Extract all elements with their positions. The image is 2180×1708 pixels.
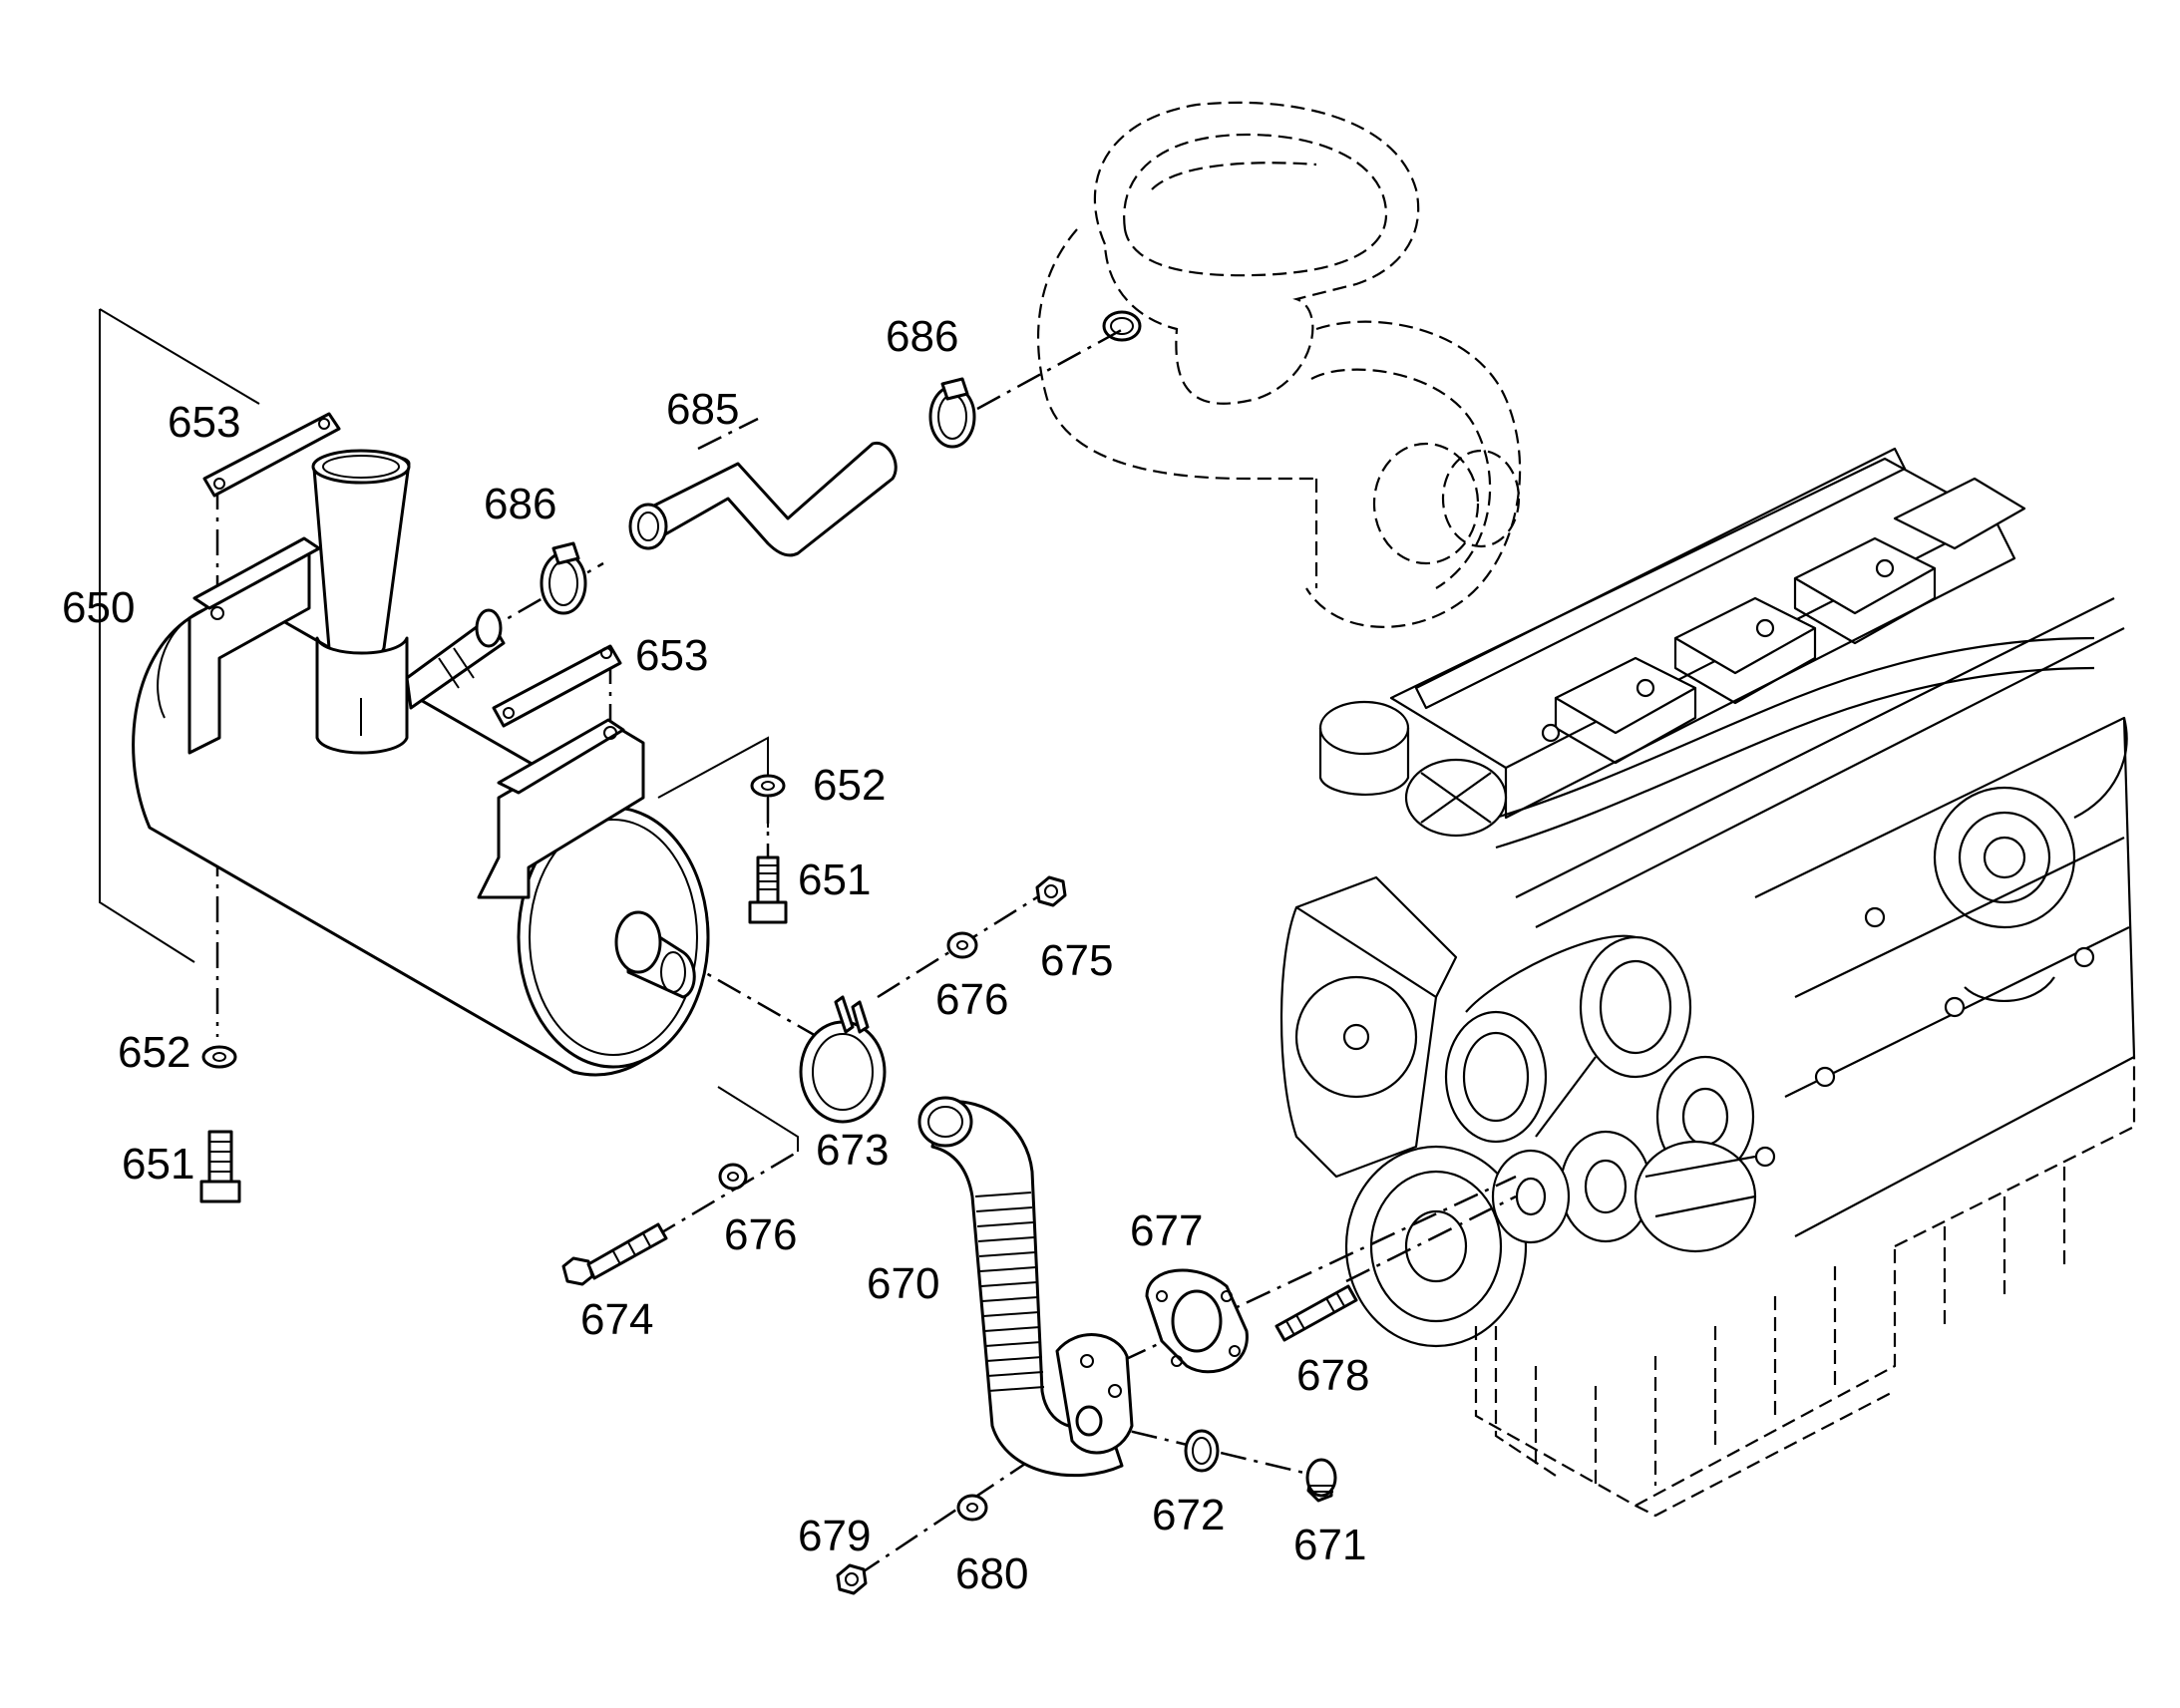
label-676-lower: 676 xyxy=(724,1210,797,1259)
part-674-676 xyxy=(561,1163,748,1286)
part-685-hose xyxy=(628,441,898,557)
part-653-plates xyxy=(202,412,622,728)
label-679: 679 xyxy=(798,1512,871,1560)
label-674: 674 xyxy=(580,1295,653,1344)
label-650: 650 xyxy=(62,583,135,632)
part-670-flex-pipe xyxy=(917,1096,1134,1478)
part-labels: 650 653 653 686 685 686 652 651 675 676 … xyxy=(62,312,1369,1598)
label-652-left: 652 xyxy=(118,1028,190,1077)
label-672: 672 xyxy=(1152,1491,1225,1539)
label-651-left: 651 xyxy=(122,1140,194,1189)
label-685: 685 xyxy=(666,385,739,434)
part-651-652-fasteners xyxy=(199,774,788,1203)
label-651-right: 651 xyxy=(798,855,871,904)
label-671: 671 xyxy=(1293,1521,1366,1569)
label-686-left: 686 xyxy=(484,480,556,528)
label-686-right: 686 xyxy=(886,312,958,361)
part-673-clamp xyxy=(799,995,887,1124)
label-678: 678 xyxy=(1296,1351,1369,1400)
part-686-clamps xyxy=(540,377,976,615)
air-cleaner-phantom xyxy=(1036,101,1522,628)
label-680: 680 xyxy=(955,1549,1028,1598)
part-672-671 xyxy=(1184,1429,1337,1503)
muffler xyxy=(132,449,710,1077)
label-673: 673 xyxy=(816,1126,889,1175)
label-653-left: 653 xyxy=(168,398,240,447)
part-675-676 xyxy=(946,875,1067,959)
part-678-stud xyxy=(1274,1284,1358,1342)
engine-block xyxy=(1279,447,2136,1518)
label-652-right: 652 xyxy=(813,761,886,810)
part-677-gasket xyxy=(1145,1268,1249,1374)
label-677: 677 xyxy=(1130,1206,1203,1255)
label-653-right: 653 xyxy=(635,631,708,680)
part-680-679 xyxy=(836,1494,988,1595)
label-670: 670 xyxy=(867,1259,939,1308)
label-675: 675 xyxy=(1040,936,1113,985)
label-676-upper: 676 xyxy=(935,975,1008,1024)
